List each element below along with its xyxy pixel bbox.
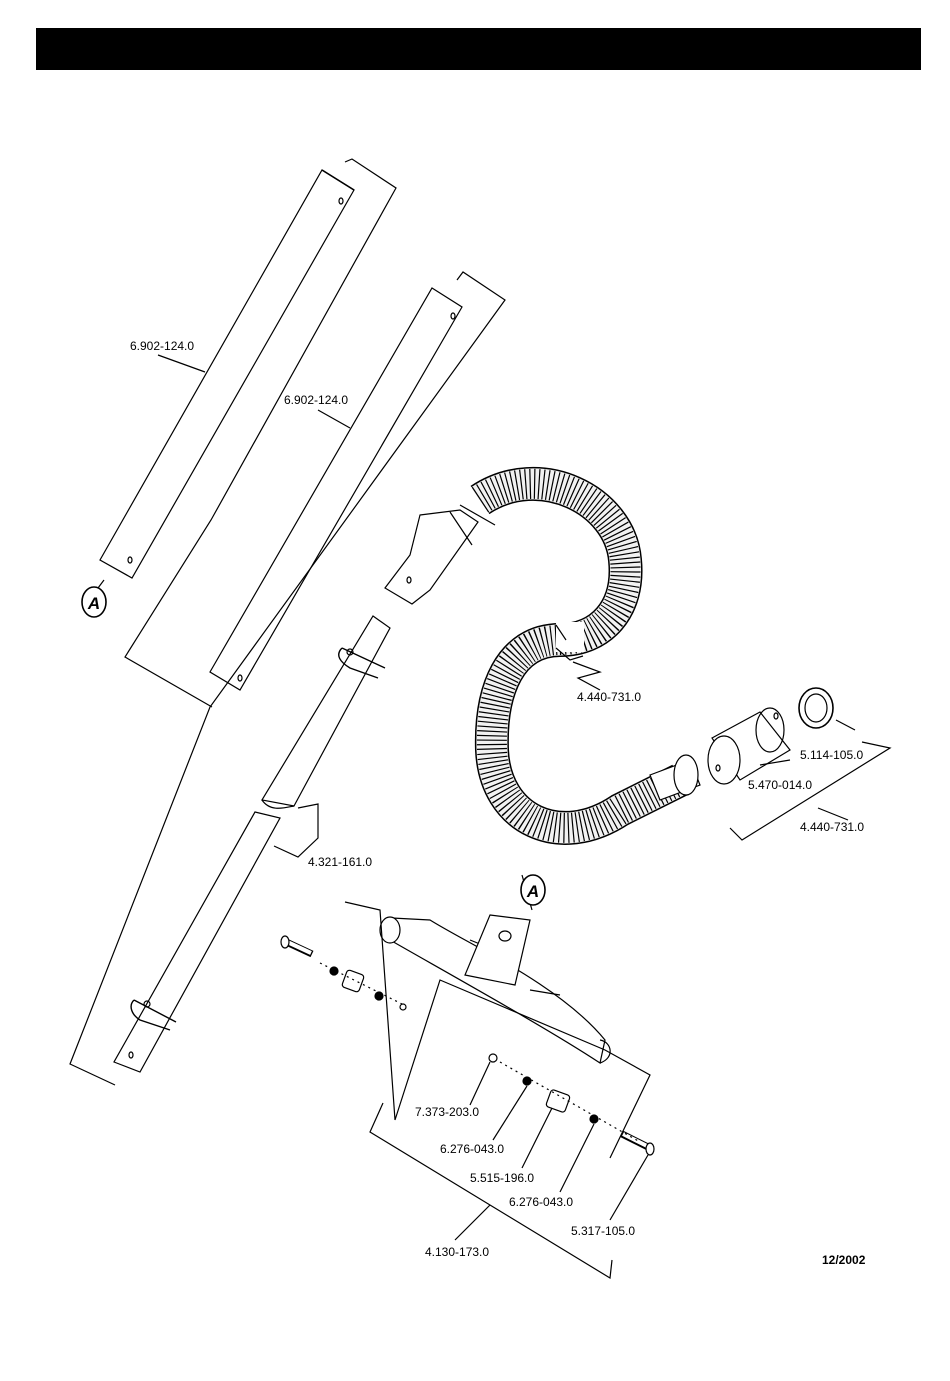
part-label-seal-ring: 5.114-105.0 xyxy=(800,748,863,762)
bend-pipe xyxy=(385,505,495,604)
part-label-hose-mid: 4.440-731.0 xyxy=(577,690,641,704)
suction-tube xyxy=(114,616,390,1072)
part-label-floor-nozzle: 4.130-173.0 xyxy=(425,1245,489,1259)
callout-a-top-label: A xyxy=(87,594,100,613)
callout-a-top: A xyxy=(82,587,106,617)
callout-a-nozzle: A xyxy=(521,875,545,905)
part-label-washer: 7.373-203.0 xyxy=(415,1105,479,1119)
nozzle-left-pin-parts xyxy=(281,936,406,1010)
callout-a-nozzle-label: A xyxy=(526,882,539,901)
nozzle-small-parts xyxy=(489,1054,654,1155)
part-label-roller: 5.515-196.0 xyxy=(470,1171,534,1185)
revision-date: 12/2002 xyxy=(822,1253,866,1267)
part-label-hose-assembly: 4.440-731.0 xyxy=(800,820,864,834)
part-label-rod-lower: 6.902-124.0 xyxy=(284,393,348,407)
part-label-adapter: 5.470-014.0 xyxy=(748,778,812,792)
part-label-nut-a: 6.276-043.0 xyxy=(440,1142,504,1156)
floor-nozzle xyxy=(345,902,650,1278)
seal-ring xyxy=(799,688,833,728)
part-label-nut-b: 6.276-043.0 xyxy=(509,1195,573,1209)
part-label-axle-pin: 5.317-105.0 xyxy=(571,1224,635,1238)
part-label-rod-upper: 6.902-124.0 xyxy=(130,339,194,353)
part-label-suction-tube: 4.321-161.0 xyxy=(308,855,372,869)
leader-lines-nozzle xyxy=(98,580,648,1240)
